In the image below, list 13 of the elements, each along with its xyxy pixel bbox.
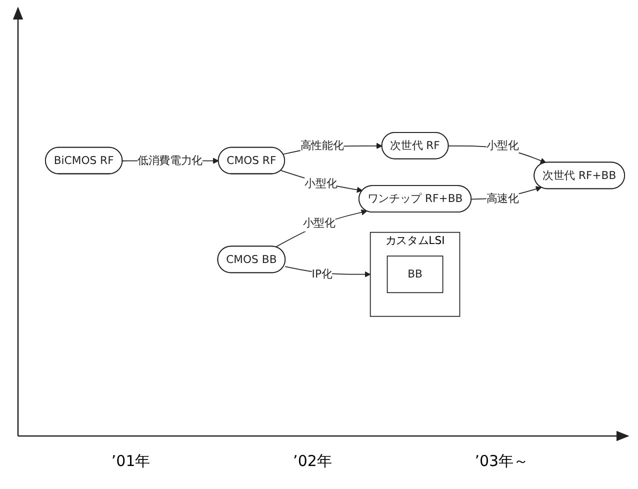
edge-label: 小型化 (302, 216, 336, 230)
axis-label: ’01年 (111, 452, 150, 471)
edge-label: 低消費電力化 (137, 153, 202, 166)
arrow (275, 209, 368, 248)
node-box: BB (386, 255, 444, 293)
arrow (280, 170, 363, 192)
axis-label: ’02年 (293, 452, 332, 471)
edge-label: 小型化 (486, 138, 519, 152)
axis-label: ’03年～ (474, 452, 529, 471)
edge-label: 小型化 (304, 176, 338, 190)
edge-label: IP化 (312, 267, 332, 280)
edge-label: 高性能化 (300, 138, 344, 152)
edge-label: 高速化 (486, 192, 519, 205)
